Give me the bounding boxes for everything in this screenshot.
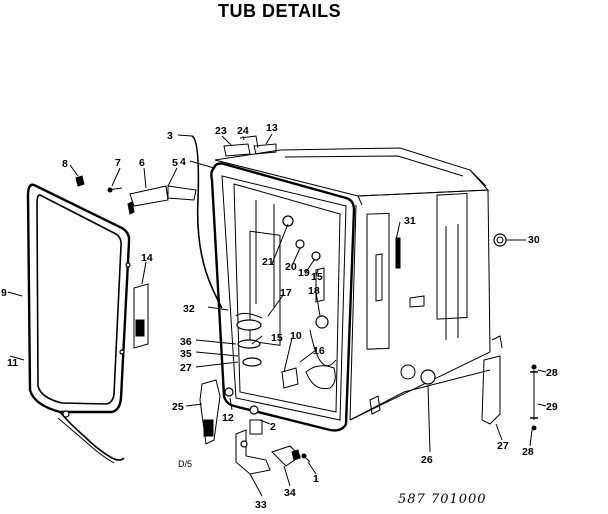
- part-label-16: 16: [313, 345, 325, 357]
- part-label-35: 35: [180, 348, 192, 360]
- part-label-32: 32: [183, 303, 195, 315]
- part-label-33: 33: [255, 499, 267, 511]
- part-label-28a: 28: [546, 367, 558, 379]
- part-label-8: 8: [62, 158, 68, 170]
- part-label-2: 2: [270, 421, 276, 433]
- tub-body: [191, 135, 491, 432]
- page-title: TUB DETAILS: [218, 1, 342, 21]
- part-label-15b: 15: [311, 271, 323, 283]
- door-gasket: [26, 183, 131, 464]
- part-label-36: 36: [180, 336, 192, 348]
- part-label-10: 10: [290, 330, 302, 342]
- part-label-4: 4: [180, 156, 186, 168]
- part-label-6: 6: [139, 157, 145, 169]
- part-label-24: 24: [237, 125, 249, 137]
- part-label-31: 31: [404, 215, 416, 227]
- part-label-17: 17: [280, 287, 292, 299]
- part-label-12: 12: [222, 412, 234, 424]
- part-label-13: 13: [266, 122, 278, 134]
- part-label-9: 9: [1, 287, 7, 299]
- part-label-11: 11: [7, 357, 18, 369]
- leader-lines: [7, 133, 547, 497]
- part-label-20: 20: [285, 261, 297, 273]
- model-number: 587 701000: [398, 492, 487, 507]
- part-label-18: 18: [308, 285, 320, 297]
- part-label-27b: 27: [497, 440, 509, 452]
- part-labels: 3 4 5 6 7 8 23 24 13 14 9 11 32 36 35 27…: [1, 122, 558, 511]
- part-label-27a: 27: [180, 362, 192, 374]
- part-label-25: 25: [172, 401, 184, 413]
- part-label-3: 3: [167, 130, 173, 142]
- part-label-19: 19: [298, 267, 310, 279]
- part-label-26: 26: [421, 454, 433, 466]
- part-label-21: 21: [262, 256, 274, 268]
- part-label-34: 34: [284, 487, 296, 499]
- part-label-14: 14: [141, 252, 153, 264]
- part-label-5: 5: [172, 157, 178, 169]
- part-label-30: 30: [528, 234, 540, 246]
- part-label-29: 29: [546, 401, 558, 413]
- part-label-1: 1: [313, 473, 319, 485]
- part-label-15a: 15: [271, 332, 283, 344]
- diagram-code: D/5: [178, 459, 192, 469]
- part-label-23: 23: [215, 125, 227, 137]
- small-parts: [75, 135, 538, 475]
- part-label-7: 7: [115, 157, 121, 169]
- part-label-28b: 28: [522, 446, 534, 458]
